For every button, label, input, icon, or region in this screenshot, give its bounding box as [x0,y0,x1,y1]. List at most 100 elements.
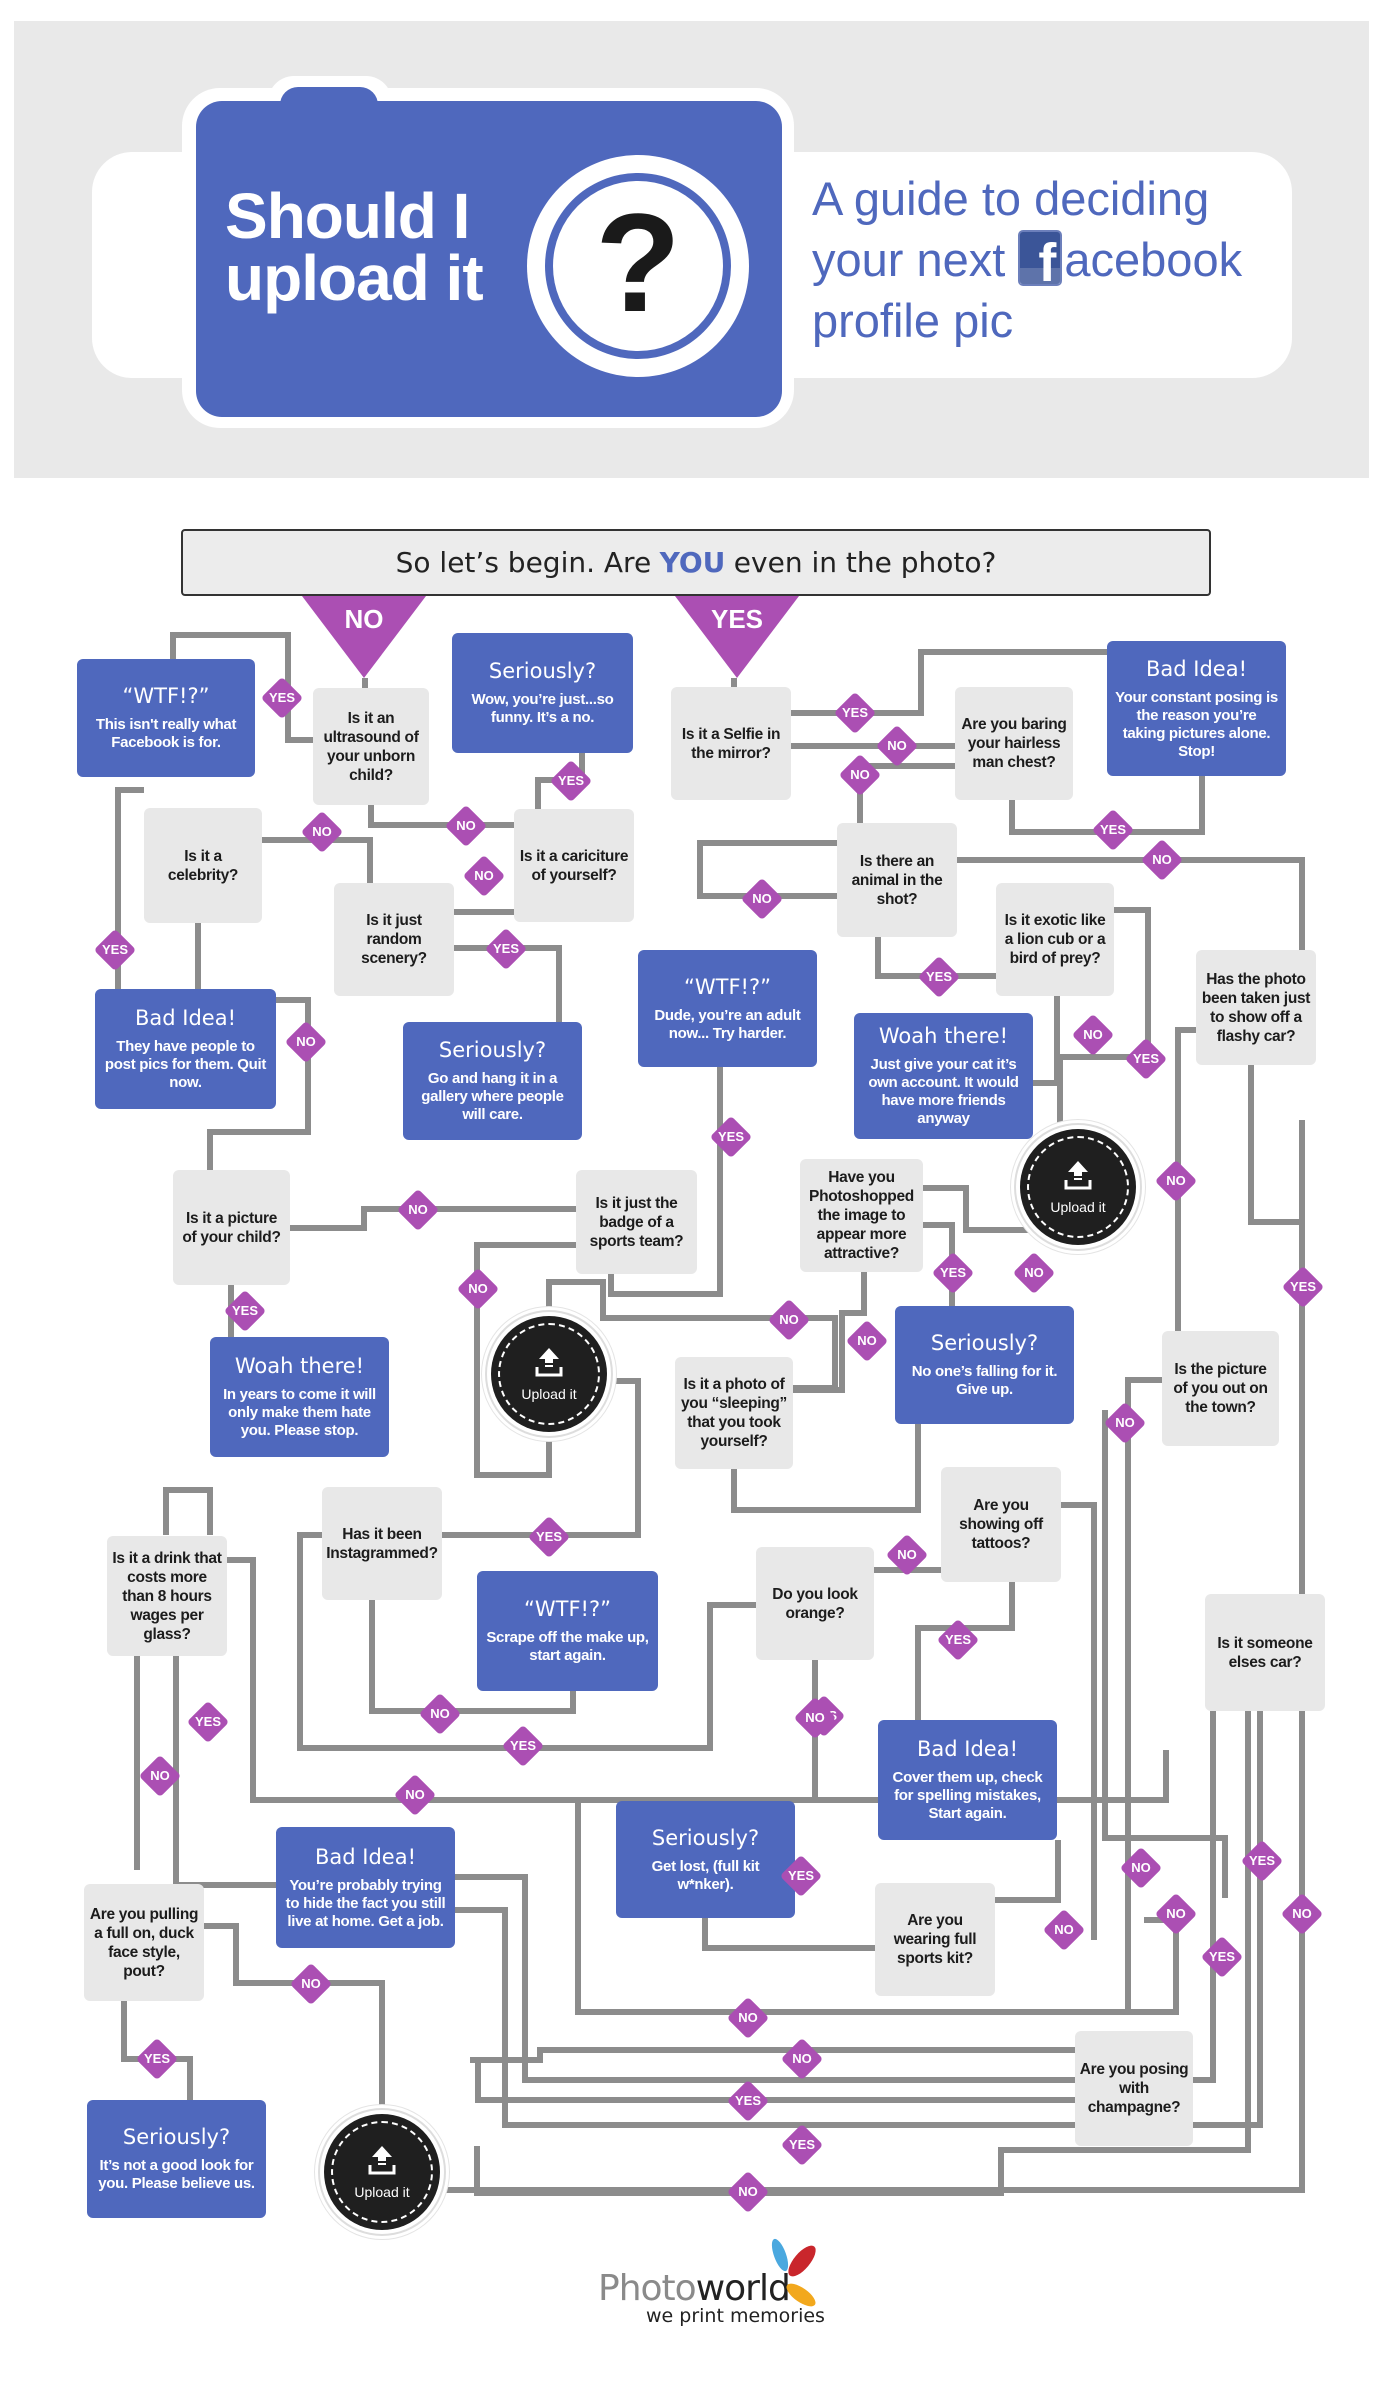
question-node-photoshopped: Have you Photoshopped the image to appea… [800,1159,923,1272]
question-text: Is it a Selfie in the mirror? [681,725,781,762]
question-node-ultrasound: Is it an ultrasound of your unborn child… [313,688,429,805]
yes-label: YES [143,2051,170,2066]
yes-label: YES [787,1868,814,1883]
no-label: NO [430,1706,450,1721]
no-label: NO [312,824,332,839]
start-yes-label: YES [710,604,764,634]
connector-line [115,787,144,989]
result-body: This isn't really what Facebook is for. [95,716,237,751]
yes-label: YES [788,2137,815,2152]
yes-label: YES [1289,1279,1316,1294]
connector-line [195,923,311,1170]
result-node-bad-home: Bad Idea!You’re probably trying to hide … [276,1827,455,1948]
no-label: NO [1292,1906,1312,1921]
result-title: Bad Idea! [134,1006,236,1030]
upload-label: Upload it [521,1385,577,1402]
result-node-seriously-kit: Seriously? Get lost, (full kit w*nker). [616,1801,795,1918]
no-label: NO [805,1710,825,1725]
question-node-sports-badge: Is it just the badge of a sports team? [576,1170,697,1274]
question-node-flashy-car: Has the photo been taken just to show of… [1196,950,1316,1065]
question-node-duck-face: Are you pulling a full on, duck face sty… [84,1884,204,2001]
result-title: Seriously? [488,659,597,683]
result-title: Seriously? [930,1331,1039,1355]
result-node-seriously-gallery: Seriously?Go and hang it in a gallery wh… [403,1022,582,1140]
yes-label: YES [944,1632,971,1647]
question-node-exotic: Is it exotic like a lion cub or a bird o… [996,883,1114,996]
question-node-town: Is the picture of you out on the town? [1162,1331,1279,1446]
no-label: NO [897,1547,917,1562]
upload-icon [1064,1161,1092,1190]
connector-line [475,2060,1075,2103]
connector-line [1061,1502,1097,1940]
question-node-instagram: Has it been Instagrammed? [322,1487,442,1600]
connector-line [455,1711,1216,2083]
no-label: NO [887,738,907,753]
yes-label: YES [535,1529,562,1544]
connector-line [204,1923,385,2114]
result-node-wtf-facebook: “WTF!?”This isn't really what Facebook i… [77,659,255,777]
no-label: NO [850,767,870,782]
question-text: Are you showing off tattoos? [959,1497,1043,1552]
no-label: NO [1152,852,1172,867]
result-node-seriously-falling: Seriously?No one’s falling for it. Give … [895,1306,1074,1424]
question-text: Is it a photo of you “sleeping” that you… [680,1376,788,1450]
question-text: Is it a picture of your child? [182,1209,281,1246]
yes-label: YES [1248,1853,1275,1868]
upload-icon [535,1348,563,1377]
question-text: Is there an animal in the shot? [851,852,943,908]
yes-label: YES [939,1265,966,1280]
no-label: NO [456,818,476,833]
question-node-selfie: Is it a Selfie in the mirror? [671,687,791,800]
connector-line [163,1487,213,1535]
question-node-orange: Do you look orange? [756,1547,874,1660]
question-text: Are you pulling a full on, duck face sty… [89,1905,199,1980]
no-label: NO [150,1768,170,1783]
question-text: Are you baring your hairless man chest? [961,716,1067,771]
result-title: Seriously? [122,2125,231,2149]
connector-line [608,1067,723,1297]
upload-ring [331,2121,433,2223]
result-body: Go and hang it in a gallery where people… [421,1070,564,1123]
question-text: Is the picture of you out on the town? [1173,1361,1268,1416]
result-title: Seriously? [651,1825,760,1850]
result-title: Woah there! [234,1354,365,1378]
result-node-wtf-adult: “WTF!?”Dude, you’re an adult now... Try … [638,950,817,1067]
no-label: NO [468,1281,488,1296]
upload-it-endpoint: Upload it [324,2114,440,2230]
result-body: They have people to post pics for them. … [104,1038,267,1091]
connector-line [702,1918,875,1951]
logo-tagline: we print memories [646,2305,825,2327]
result-title: “WTF!?” [684,974,771,999]
yes-label: YES [841,705,868,720]
connector-line [368,805,514,828]
no-label: NO [405,1787,425,1802]
result-body: Get lost, (full kit w*nker). [651,1857,760,1893]
result-body: Just give your cat it’s own account. It … [868,1056,1019,1127]
yes-label: YES [734,2093,761,2108]
connector-line [1102,1410,1228,1898]
connector-line [1248,1065,1305,1594]
result-body: You’re probably trying to hide the fact … [285,1876,446,1930]
result-body: It’s not a good look for you. Please bel… [98,2157,255,2192]
no-label: NO [779,1312,799,1327]
result-title: Bad Idea! [916,1737,1018,1761]
result-body: Wow, you’re just...so funny. It’s a no. [471,691,614,726]
question-node-sleeping: Is it a photo of you “sleeping” that you… [675,1357,793,1469]
question-text: Is it a cariciture of yourself? [519,847,629,884]
question-node-sports-kit: Are you wearing full sports kit? [875,1883,995,1996]
no-label: NO [1166,1906,1186,1921]
no-label: NO [301,1976,321,1991]
connector-line [697,763,955,899]
connector-line [290,1206,576,1231]
result-body: Your constant posing is the reason you’r… [1115,688,1278,760]
result-node-bad-posing: Bad Idea!Your constant posing is the rea… [1107,641,1286,776]
connector-line [470,2047,1075,2063]
question-node-someone-car: Is it someone elses car? [1205,1594,1325,1711]
question-node-chest: Are you baring your hairless man chest? [955,687,1073,800]
result-node-seriously-funny: Seriously? Wow, you’re just...so funny. I… [452,633,633,753]
question-text: Has it been Instagrammed? [326,1525,438,1562]
photoworld-logo: Photoworld we print memories [598,2236,825,2327]
no-label: NO [738,2184,758,2199]
